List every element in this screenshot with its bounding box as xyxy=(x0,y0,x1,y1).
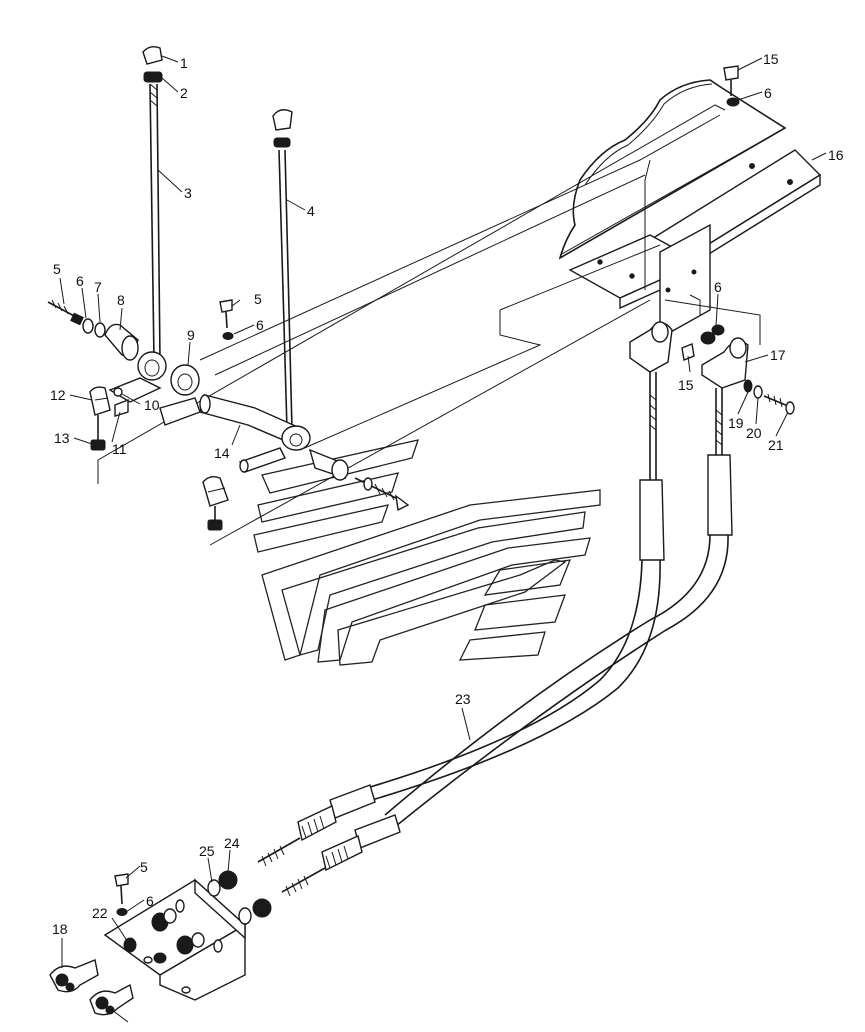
label-11: 11 xyxy=(112,441,127,457)
label-2: 2 xyxy=(180,85,188,101)
label-6a: 6 xyxy=(76,273,84,289)
cable-mount-right xyxy=(629,65,795,415)
part-labels: 1 2 3 4 5 6 7 8 5 6 9 10 11 12 13 14 15 … xyxy=(50,51,844,937)
label-25: 25 xyxy=(199,843,215,859)
label-24: 24 xyxy=(224,835,240,851)
label-6c: 6 xyxy=(764,85,772,101)
shift-mechanism-left xyxy=(47,299,201,451)
assembly-outline xyxy=(97,104,761,546)
label-5c: 5 xyxy=(140,859,148,875)
label-10: 10 xyxy=(144,397,160,413)
watermark-logo xyxy=(253,439,601,666)
label-13: 13 xyxy=(54,430,70,446)
label-5b: 5 xyxy=(254,291,262,307)
cab-floor-panel xyxy=(558,79,822,340)
label-8: 8 xyxy=(117,292,125,308)
shift-cables xyxy=(257,372,733,897)
label-6b: 6 xyxy=(256,317,264,333)
label-7: 7 xyxy=(94,279,102,295)
shift-shaft xyxy=(199,394,410,512)
label-12: 12 xyxy=(50,387,66,403)
label-14: 14 xyxy=(214,445,230,461)
label-15a: 15 xyxy=(763,51,779,67)
label-15b: 15 xyxy=(678,377,694,393)
label-5a: 5 xyxy=(53,261,61,277)
shift-lever-left xyxy=(142,45,163,361)
label-19: 19 xyxy=(728,415,744,431)
label-22: 22 xyxy=(92,905,108,921)
label-6d: 6 xyxy=(714,279,722,295)
label-9: 9 xyxy=(187,327,195,343)
lower-bracket-assembly xyxy=(49,870,272,1016)
label-20: 20 xyxy=(746,425,762,441)
label-16: 16 xyxy=(828,147,844,163)
label-23: 23 xyxy=(455,691,471,707)
label-1: 1 xyxy=(180,55,188,71)
leader-lines xyxy=(59,55,827,1023)
label-21: 21 xyxy=(768,437,784,453)
bolt-washer-center xyxy=(219,299,234,340)
label-18: 18 xyxy=(52,921,68,937)
label-3: 3 xyxy=(184,185,192,201)
shift-lever-right xyxy=(272,109,293,431)
clevis-center xyxy=(202,475,229,531)
label-6e: 6 xyxy=(146,893,154,909)
label-17: 17 xyxy=(770,347,786,363)
label-4: 4 xyxy=(307,203,315,219)
